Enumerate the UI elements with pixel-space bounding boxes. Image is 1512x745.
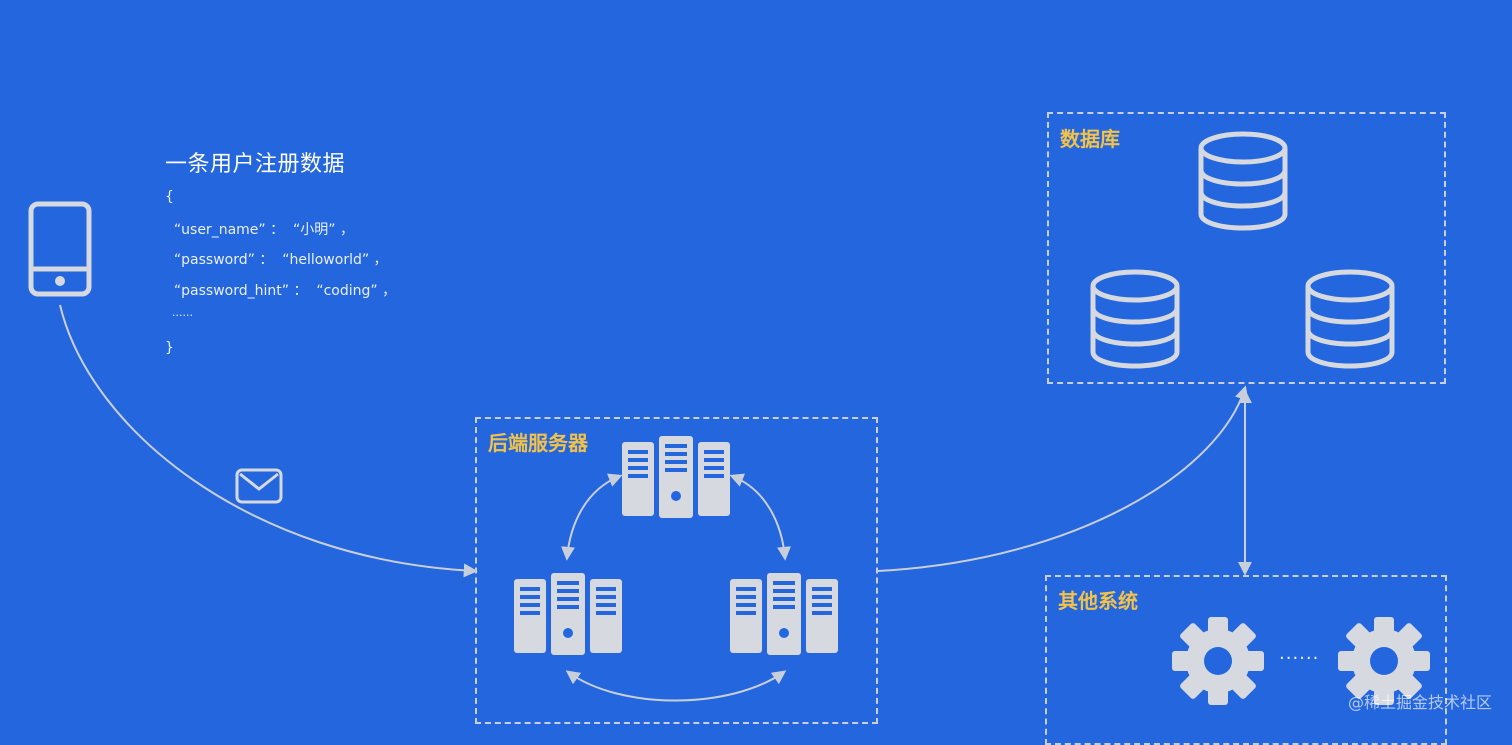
code-line: “password” ： “helloworld” ， (165, 252, 388, 268)
server-top-left-arrow (561, 473, 623, 561)
server-icon (512, 573, 624, 659)
backend-to-database-line (877, 385, 1249, 572)
code-line: “password_hint” ： “coding” ， (165, 283, 397, 299)
server-icon (620, 436, 732, 522)
watermark: @稀土掘金技术社区 (1347, 693, 1492, 712)
code-line: } (165, 340, 174, 356)
code-line: “user_name” ： “小明” ， (165, 222, 354, 238)
database-label: 数据库 (1060, 127, 1120, 151)
backend-server-box: 后端服务器 (475, 417, 878, 724)
other-systems-ellipsis: ...... (1279, 643, 1320, 664)
database-icon (1304, 268, 1396, 374)
mail-icon (235, 468, 283, 508)
code-line: { (165, 189, 174, 205)
database-box: 数据库 (1047, 112, 1446, 384)
phone-icon (28, 201, 92, 301)
other-systems-label: 其他系统 (1058, 589, 1138, 613)
server-bottom-arrow (565, 670, 787, 702)
gear-icon (1338, 617, 1430, 709)
registration-title: 一条用户注册数据 (165, 152, 346, 177)
phone-to-backend-line (59, 304, 478, 578)
database-icon (1197, 130, 1289, 236)
backend-server-label: 后端服务器 (488, 431, 588, 455)
server-top-right-arrow (729, 473, 791, 561)
code-line: ...... (165, 306, 193, 319)
gear-icon (1172, 617, 1264, 709)
database-icon (1089, 268, 1181, 374)
server-icon (728, 573, 840, 659)
other-systems-box: 其他系统 ...... (1045, 575, 1447, 745)
